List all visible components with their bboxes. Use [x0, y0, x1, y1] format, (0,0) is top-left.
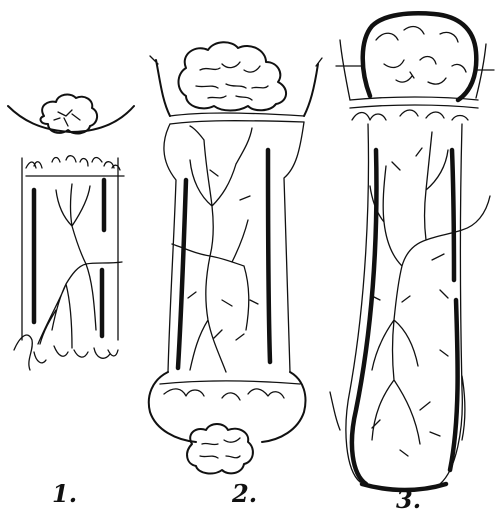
figure-1-label: 1.: [52, 479, 77, 508]
figure-1: 1.: [8, 95, 134, 508]
fig2-growth-plate: [170, 113, 304, 124]
fig2-lower-epiphysis: [187, 424, 253, 473]
fig1-bone-collar-right: [102, 180, 104, 336]
fig3-bone-collar-right: [450, 150, 458, 470]
fig3-growth-plate: [350, 97, 478, 108]
figure-2-label: 2.: [231, 479, 257, 508]
fig2-bone-collar-left: [178, 180, 186, 368]
fig2-upper-epiphysis: [179, 42, 287, 110]
fig3-upper-epiphysis: [363, 13, 477, 100]
fig3-nutrient-artery: [370, 132, 490, 444]
fig3-shaft-outline: [346, 124, 462, 484]
figure-3: 3.: [330, 13, 494, 514]
figure-3-label: 3.: [396, 485, 421, 514]
fig1-nutrient-artery: [38, 184, 122, 348]
fig2-bone-collar-right: [268, 150, 270, 362]
figure-2: 2.: [149, 42, 322, 508]
fig2-nutrient-artery: [172, 126, 252, 372]
fig1-cartilage-cap: [8, 106, 134, 132]
